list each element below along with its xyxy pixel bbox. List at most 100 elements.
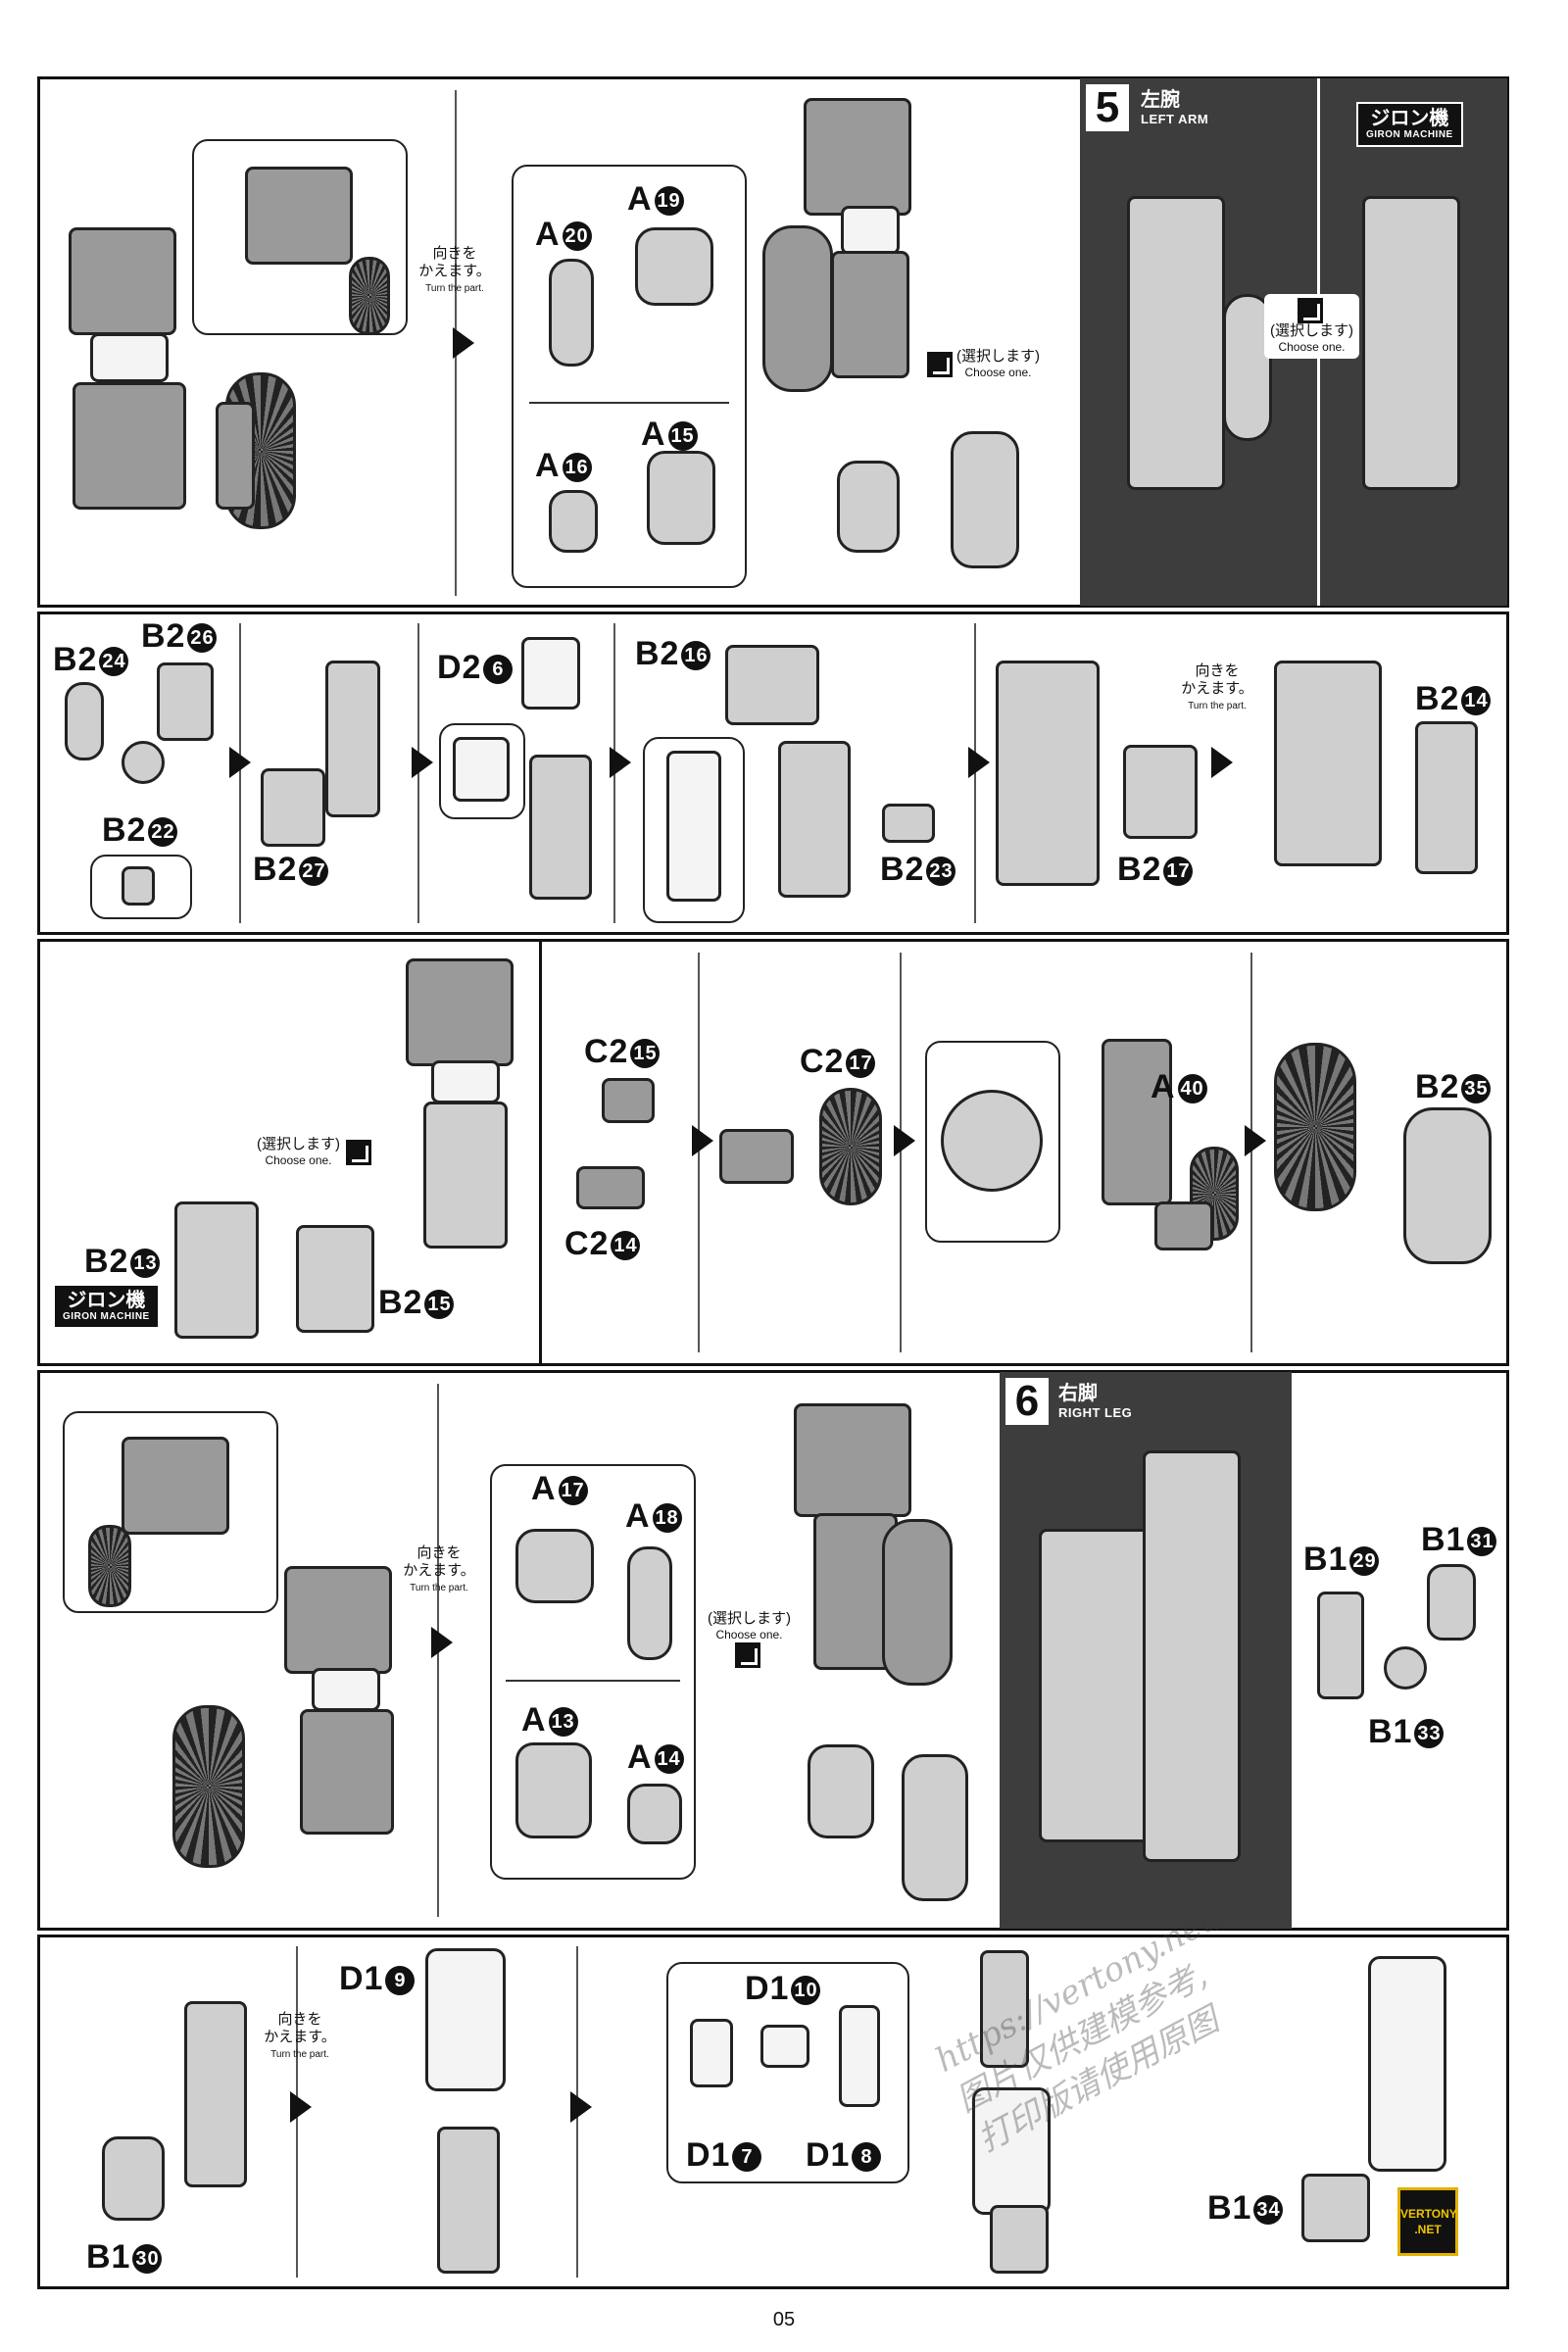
joint-part	[690, 2019, 733, 2087]
hand-part	[515, 1529, 594, 1603]
fist-part	[627, 1784, 682, 1844]
peg-part	[122, 866, 155, 906]
upper-arm-part	[312, 1668, 380, 1711]
step-arrow	[968, 747, 990, 778]
step-arrow	[894, 1125, 915, 1156]
shoulder-part	[804, 98, 911, 216]
hands-box-divider	[529, 402, 729, 404]
elbow-joint	[778, 741, 851, 898]
hand-part	[627, 1546, 672, 1660]
fist-part	[837, 461, 900, 553]
thigh-cover-part	[425, 1948, 506, 2091]
knee-joint-part	[980, 1950, 1029, 2068]
forearm-part	[300, 1709, 394, 1835]
step-arrow	[570, 2091, 592, 2123]
step-arrow	[412, 747, 433, 778]
hand-part	[549, 259, 594, 367]
joint-plate	[1317, 1592, 1364, 1699]
hands-box-divider	[506, 1680, 680, 1682]
choose-icon	[734, 1642, 760, 1668]
shoulder-part	[284, 1566, 392, 1674]
step-arrow	[610, 747, 631, 778]
forearm-part	[73, 382, 186, 510]
right-leg-preview	[1039, 1529, 1156, 1842]
right-leg-preview	[1143, 1450, 1241, 1862]
step-arrow	[1245, 1125, 1266, 1156]
shield-preview	[1223, 294, 1272, 441]
clip-part	[576, 1166, 645, 1209]
clip-assembly	[719, 1129, 794, 1184]
joint-cap	[1427, 1564, 1476, 1641]
arm-joint-part	[122, 1437, 229, 1535]
fist-part	[808, 1744, 874, 1838]
shield-wheel	[172, 1705, 245, 1868]
shoulder-part	[794, 1403, 911, 1517]
knee-armor-part	[1301, 2174, 1370, 2242]
elbow-joint	[529, 755, 592, 900]
joint-plate	[261, 768, 325, 847]
giron-arm-preview	[1362, 196, 1460, 490]
armor-part	[1123, 745, 1198, 839]
wheel-housing	[1102, 1039, 1172, 1205]
arm-joint-part	[245, 167, 353, 265]
step6-number: 6	[1005, 1378, 1049, 1425]
step-arrow	[431, 1627, 453, 1658]
clip-assembly	[1154, 1201, 1213, 1250]
step-arrow	[692, 1125, 713, 1156]
step-arrow	[453, 327, 474, 359]
turn-note-1: 向きを かえます。Turn the part.	[418, 245, 491, 294]
shield-plate	[216, 402, 255, 510]
clip-part	[602, 1078, 655, 1123]
step5-number: 5	[1086, 84, 1129, 131]
hand-cover-part	[296, 1225, 374, 1333]
joint-plate	[157, 662, 214, 741]
joint-ring	[1384, 1646, 1427, 1690]
hand-cover-part	[174, 1201, 259, 1339]
leg-joint-part	[184, 2001, 247, 2187]
choose-note-1: (選択します)Choose one.	[927, 349, 1040, 380]
thigh-assembly	[1368, 1956, 1446, 2172]
forearm-assembly	[996, 661, 1100, 886]
joint-plate	[102, 2136, 165, 2221]
vertony-logo: VERTONY .NET	[1397, 2187, 1458, 2256]
step-arrow	[229, 747, 251, 778]
armor-part	[725, 645, 819, 725]
upper-arm-part	[841, 206, 900, 255]
wheel-hub-detail	[941, 1090, 1043, 1192]
choose-note-3: (選択します)Choose one.	[257, 1137, 375, 1168]
choose-icon	[927, 352, 953, 377]
hand-part	[902, 1754, 968, 1901]
forearm-part	[423, 1102, 508, 1249]
leg-joint-part	[990, 2205, 1049, 2274]
upper-arm-part	[90, 333, 169, 382]
left-arm-preview	[1127, 196, 1225, 490]
wheel-part	[819, 1088, 882, 1205]
forearm-inner	[666, 751, 721, 902]
joint-part	[65, 682, 104, 760]
choose-note-2: (選択します)Choose one.	[1264, 294, 1359, 359]
